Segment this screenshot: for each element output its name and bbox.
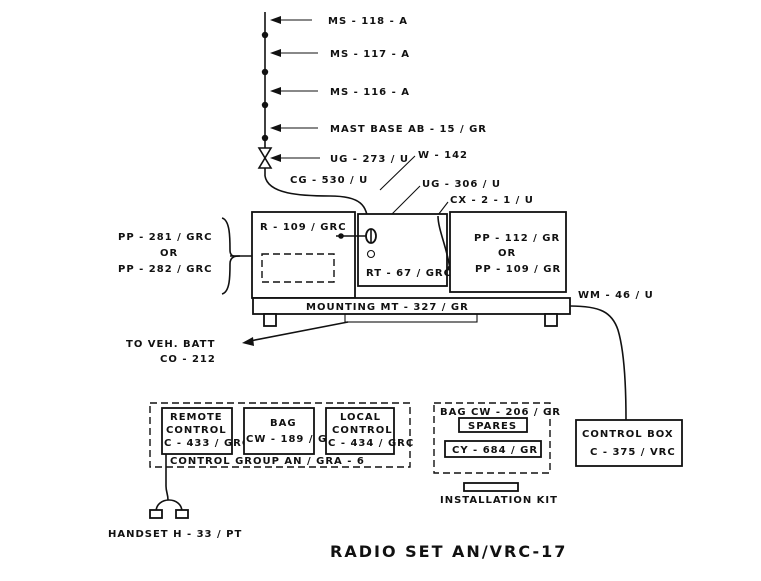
cy684-box bbox=[444, 440, 542, 458]
label-local-1: LOCAL bbox=[340, 412, 381, 423]
label-remote-2: CONTROL bbox=[166, 425, 227, 436]
control-group-frame bbox=[149, 402, 411, 468]
label-local-3: C - 434 / GRC bbox=[328, 438, 414, 449]
label-local-2: CONTROL bbox=[332, 425, 393, 436]
label-control-group: CONTROL GROUP AN / GRA - 6 bbox=[170, 456, 365, 467]
remote-control-box bbox=[161, 407, 233, 455]
antenna-mast bbox=[257, 12, 369, 226]
receiver-inner-panel bbox=[261, 253, 335, 283]
spares-box bbox=[458, 417, 528, 433]
label-w142: W - 142 bbox=[418, 150, 468, 161]
handset-cable bbox=[165, 454, 169, 501]
label-ms118: MS - 118 - A bbox=[328, 16, 408, 27]
label-control-box-1: CONTROL BOX bbox=[582, 429, 674, 440]
label-ug273: UG - 273 / U bbox=[330, 154, 409, 165]
label-cg530: CG - 530 / U bbox=[290, 175, 368, 186]
label-co212: CO - 212 bbox=[160, 354, 216, 365]
label-ms116: MS - 116 - A bbox=[330, 87, 410, 98]
receiver-box bbox=[251, 211, 356, 299]
label-pp109: PP - 109 / GR bbox=[475, 264, 561, 275]
label-pp112: PP - 112 / GR bbox=[474, 233, 560, 244]
label-mast-base: MAST BASE AB - 15 / GR bbox=[330, 124, 487, 135]
handset-icon bbox=[149, 499, 189, 519]
label-pp-or-left: OR bbox=[160, 248, 178, 259]
label-spares: SPARES bbox=[468, 421, 517, 432]
label-remote-3: C - 433 / GRC bbox=[164, 438, 250, 449]
label-control-box-2: C - 375 / VRC bbox=[590, 447, 676, 458]
label-bag-2: CW - 189 / GR bbox=[246, 434, 336, 445]
label-handset: HANDSET H - 33 / PT bbox=[108, 529, 242, 540]
power-supply-right-box bbox=[449, 211, 567, 293]
label-bag-cw206: BAG CW - 206 / GR bbox=[440, 407, 561, 418]
label-remote-1: REMOTE bbox=[170, 412, 223, 423]
label-ug306: UG - 306 / U bbox=[422, 179, 501, 190]
label-cx: CX - 2 - 1 / U bbox=[450, 195, 534, 206]
label-pp281: PP - 281 / GRC bbox=[118, 232, 213, 243]
bag-cw189-box bbox=[243, 407, 315, 455]
label-mounting: MOUNTING MT - 327 / GR bbox=[306, 302, 469, 313]
label-transmitter: RT - 67 / GRC bbox=[366, 268, 452, 279]
label-wm46: WM - 46 / U bbox=[578, 290, 654, 301]
local-control-box bbox=[325, 407, 395, 455]
control-box bbox=[575, 419, 683, 467]
label-receiver: R - 109 / GRC bbox=[260, 222, 347, 233]
transmitter-box bbox=[357, 213, 448, 287]
label-bag-1: BAG bbox=[270, 418, 297, 429]
label-pp282: PP - 282 / GRC bbox=[118, 264, 213, 275]
label-pp-or-right: OR bbox=[498, 248, 516, 259]
label-ms117: MS - 117 - A bbox=[330, 49, 410, 60]
diagram-title: RADIO SET AN/VRC-17 bbox=[330, 542, 567, 561]
label-install-kit: INSTALLATION KIT bbox=[440, 495, 558, 506]
label-veh-batt: TO VEH. BATT bbox=[126, 339, 215, 350]
label-cy684: CY - 684 / GR bbox=[452, 445, 538, 456]
install-kit-frame bbox=[433, 402, 551, 474]
